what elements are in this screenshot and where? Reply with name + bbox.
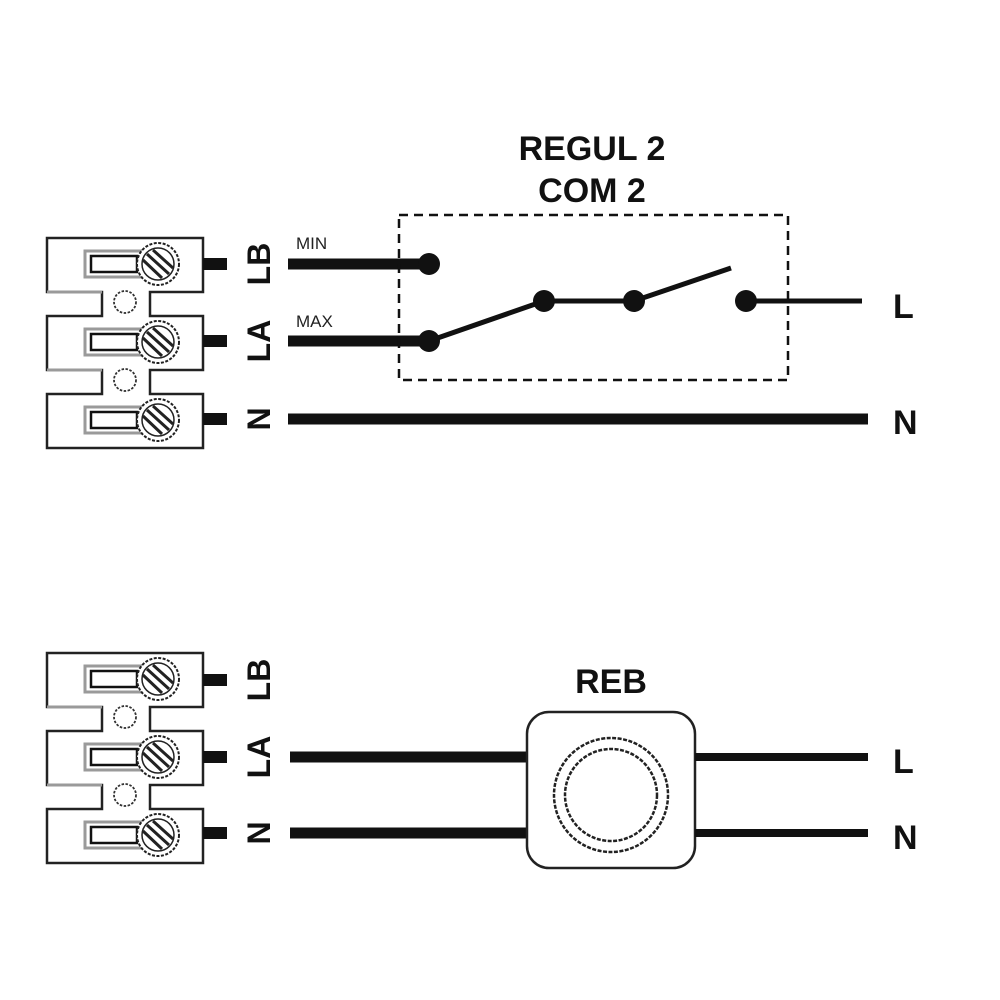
bottom-diagram: LB LA N REB L N [47, 653, 918, 870]
contact-pivot-2 [623, 290, 645, 312]
stub-lb [203, 258, 227, 270]
top-diagram: LB LA N MIN MAX REGUL 2 COM 2 L N [47, 130, 918, 448]
switch-arm-1 [428, 298, 545, 344]
reb-device-box [525, 710, 697, 870]
terminal-label-la: LA [241, 736, 277, 779]
switch-arm-2 [633, 265, 732, 304]
stub-la [203, 335, 227, 347]
reb-inner-ring [563, 747, 659, 843]
regulator-box [397, 213, 790, 382]
wire-label-min: MIN [296, 234, 327, 253]
supply-label-l: L [893, 288, 914, 326]
terminal-label-n: N [241, 407, 277, 430]
contact-pivot-1 [533, 290, 555, 312]
stub-la [203, 751, 227, 763]
supply-label-l: L [893, 743, 914, 781]
terminal-label-la: LA [241, 320, 277, 363]
stub-n [203, 413, 227, 425]
device-title-line1: REGUL 2 [519, 130, 666, 168]
terminal-label-lb: LB [241, 659, 277, 702]
terminal-label-n: N [241, 821, 277, 844]
stub-lb [203, 674, 227, 686]
reb-outer-ring [552, 736, 670, 854]
supply-label-n: N [893, 819, 918, 857]
terminal-label-lb: LB [241, 243, 277, 286]
contact-min [418, 253, 440, 275]
wire-label-max: MAX [296, 312, 333, 331]
supply-label-n: N [893, 404, 918, 442]
device-title-line2: COM 2 [538, 172, 646, 210]
contact-max [418, 330, 440, 352]
stub-n [203, 827, 227, 839]
terminal-block-bottom [47, 653, 203, 863]
device-title: REB [575, 663, 647, 701]
terminal-block-top [47, 238, 203, 448]
